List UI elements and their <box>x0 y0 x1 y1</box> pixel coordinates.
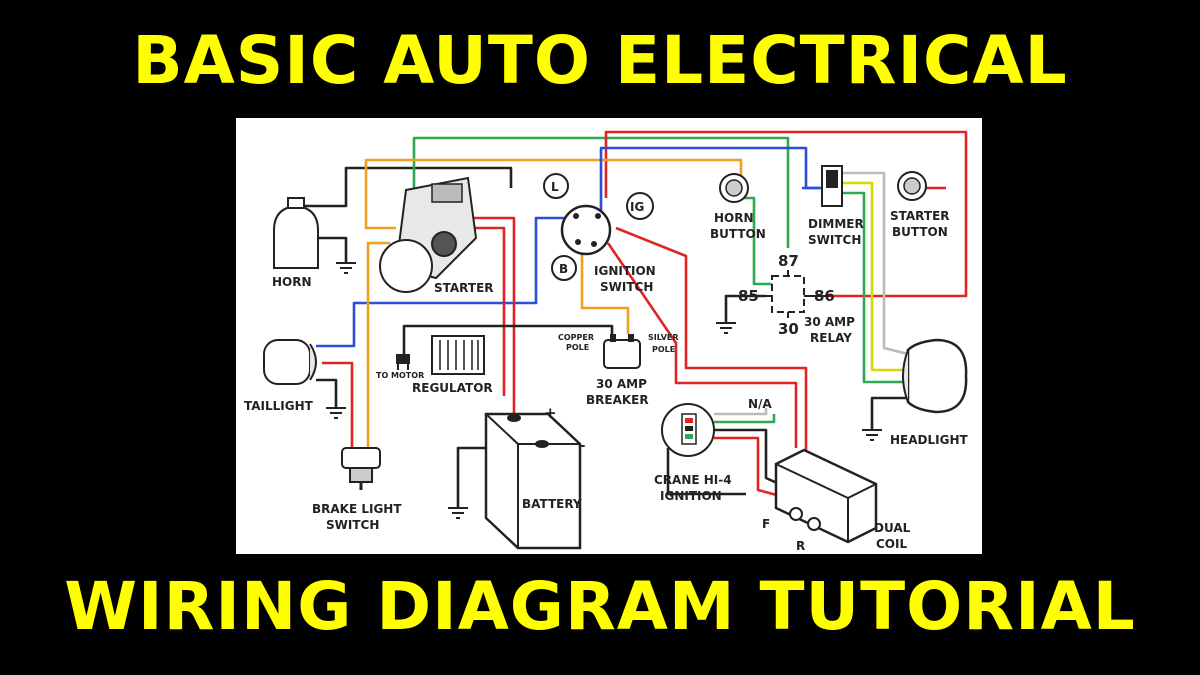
wire-black-taillight-ground <box>316 378 338 408</box>
taillight-icon <box>263 339 317 385</box>
dual-coil-icon <box>774 448 878 544</box>
ignition-switch-label-1: IGNITION <box>594 264 656 278</box>
wire-red-ignition-lower <box>606 242 798 448</box>
wire-black-regulator <box>402 324 614 356</box>
brake-light-switch-label-1: BRAKE LIGHT <box>312 502 402 516</box>
starter-label: STARTER <box>434 281 494 295</box>
wiring-diagram-svg: HORN STARTER L IG B IGNITION SWITCH <box>244 130 968 553</box>
regulator-icon <box>431 335 485 375</box>
coil-r-label: R <box>796 539 805 553</box>
headline-bottom: WIRING DIAGRAM TUTORIAL <box>63 567 1137 647</box>
starter-icon <box>379 176 478 293</box>
wire-red-starter-ignition <box>468 226 506 396</box>
motor-plug-icon <box>396 354 410 370</box>
regulator-label: REGULATOR <box>412 381 493 395</box>
wire-red-top <box>604 130 968 298</box>
wiring-diagram: HORN STARTER L IG B IGNITION SWITCH <box>236 118 982 554</box>
wire-crane-green <box>714 414 776 424</box>
wire-blue-taillight <box>316 216 594 348</box>
wire-yellow-headlight <box>840 181 908 372</box>
ignition-l-label: L <box>551 180 559 194</box>
ground-symbol-taillight <box>326 407 346 419</box>
starter-button-label-1: STARTER <box>890 209 950 223</box>
wire-green-headlight <box>840 191 908 384</box>
wire-green-top <box>412 136 790 248</box>
relay-30-label: 30 <box>778 320 799 338</box>
ground-symbol-relay <box>716 322 736 334</box>
silver-pole-label-1: SILVER <box>648 333 679 342</box>
ground-symbol-headlight <box>862 429 882 441</box>
relay-87-label: 87 <box>778 252 799 270</box>
starter-button-label-2: BUTTON <box>892 225 948 239</box>
copper-pole-label-1: COPPER <box>558 333 594 342</box>
headline-top: BASIC AUTO ELECTRICAL <box>131 21 1068 101</box>
horn-icon <box>273 197 319 269</box>
to-motor-label: TO MOTOR <box>376 371 424 380</box>
copper-pole-label-2: POLE <box>566 343 589 352</box>
dual-coil-label-1: DUAL <box>874 521 911 535</box>
ignition-ig-circle <box>626 192 654 220</box>
horn-button-label-1: HORN <box>714 211 754 225</box>
na-label: N/A <box>748 397 772 411</box>
ignition-switch-label-2: SWITCH <box>600 280 653 294</box>
breaker-label-2: BREAKER <box>586 393 649 407</box>
crane-ignition-label-2: IGNITION <box>660 489 722 503</box>
coil-f-label: F <box>762 517 770 531</box>
dimmer-switch-icon <box>821 165 843 207</box>
wire-black-headlight-ground <box>870 396 908 430</box>
wire-crane-ground <box>666 448 746 496</box>
starter-button-icon <box>897 171 927 201</box>
headlight-label: HEADLIGHT <box>890 433 968 447</box>
dimmer-switch-label-2: SWITCH <box>808 233 861 247</box>
breaker-label-1: 30 AMP <box>596 377 647 391</box>
crane-ignition-icon <box>661 403 715 457</box>
crane-ignition-label-1: CRANE HI-4 <box>654 473 732 487</box>
ignition-switch-icon <box>560 204 612 256</box>
ignition-b-circle <box>551 255 577 281</box>
battery-minus-label: – <box>578 436 586 454</box>
dimmer-switch-label-1: DIMMER <box>808 217 864 231</box>
battery-icon <box>484 412 582 550</box>
ground-symbol-horn <box>336 262 356 274</box>
dual-coil-label-2: COIL <box>876 537 907 551</box>
ground-symbol-battery <box>448 507 468 519</box>
relay-label-1: 30 AMP <box>804 315 855 329</box>
wire-crane-red <box>714 436 789 500</box>
ignition-ig-label: IG <box>630 200 644 214</box>
horn-label: HORN <box>272 275 312 289</box>
breaker-icon <box>603 334 641 369</box>
horn-button-icon <box>719 173 749 203</box>
battery-plus-label: + <box>544 404 557 422</box>
brake-light-switch-label-2: SWITCH <box>326 518 379 532</box>
wire-black-relay-ground <box>724 294 766 323</box>
wire-orange-brake <box>366 241 390 448</box>
wire-white-headlight <box>840 171 909 356</box>
ignition-b-label: B <box>559 262 568 276</box>
taillight-label: TAILLIGHT <box>244 399 314 413</box>
battery-label: BATTERY <box>522 497 582 511</box>
relay-label-2: RELAY <box>810 331 852 345</box>
wire-red-starter-battery <box>468 216 516 414</box>
silver-pole-label-2: POLE <box>652 345 675 354</box>
horn-button-label-2: BUTTON <box>710 227 766 241</box>
relay-icon <box>766 270 830 318</box>
wire-crane-white <box>714 408 768 416</box>
ignition-l-circle <box>543 173 569 199</box>
relay-86-label: 86 <box>814 287 835 305</box>
wire-red-brake <box>322 361 354 448</box>
brake-light-switch-icon <box>341 447 381 490</box>
wire-orange-horn-button <box>364 158 743 230</box>
headlight-icon <box>902 338 968 414</box>
relay-85-label: 85 <box>738 287 759 305</box>
wire-black-horn-ground <box>316 236 348 263</box>
